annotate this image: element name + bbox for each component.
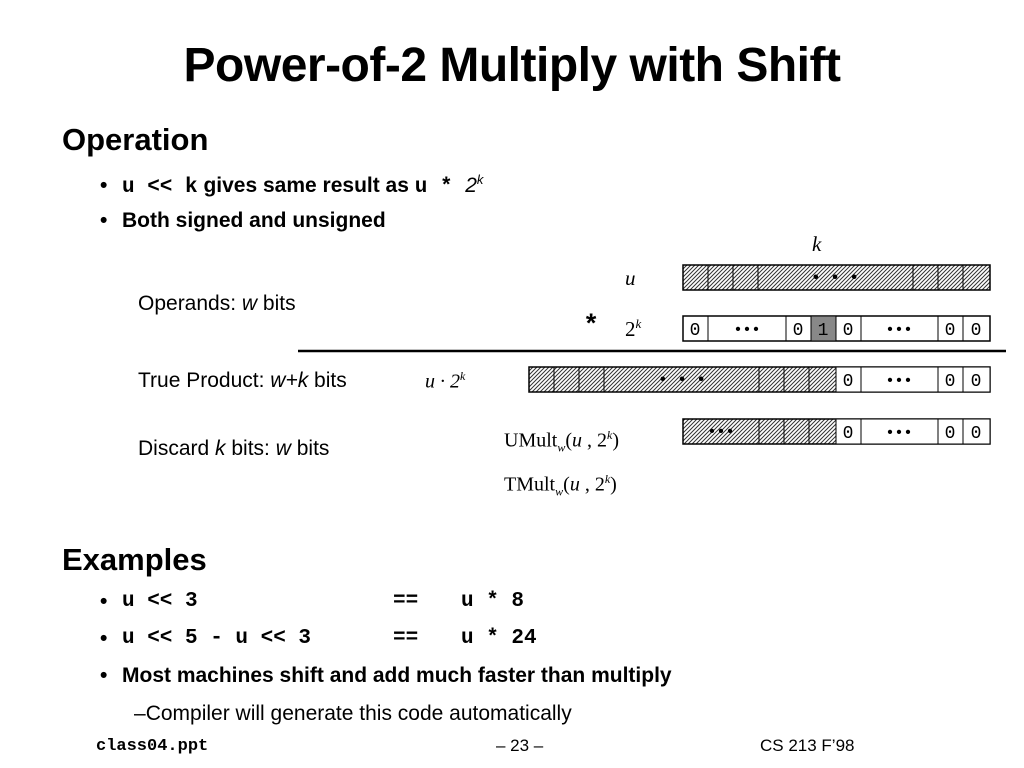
discard-text: Discard xyxy=(138,437,216,460)
w-plus-k-var: w+k xyxy=(270,369,309,392)
ellipsis-dots: ••• xyxy=(733,322,760,339)
footer-filename: class04.ppt xyxy=(96,737,209,756)
power-of-two-label: 2k xyxy=(625,316,641,342)
bit-zero: 0 xyxy=(843,424,854,444)
bullet-marker: • xyxy=(100,627,108,650)
subscript-w: w xyxy=(557,440,566,455)
example-eq: == xyxy=(393,590,419,613)
tmult-text: TMult xyxy=(504,473,556,496)
slide-title: Power-of-2 Multiply with Shift xyxy=(183,39,841,92)
bit-zero: 0 xyxy=(945,372,956,392)
bit-zero: 0 xyxy=(971,372,982,392)
true-product-text: True Product: xyxy=(138,369,271,392)
u-label: u xyxy=(625,266,636,290)
example-rhs: u * 24 xyxy=(461,627,537,650)
u-var: u xyxy=(569,473,580,496)
subscript-w: w xyxy=(555,484,564,499)
sub-bullet-compiler: –Compiler will generate this code automa… xyxy=(134,702,572,726)
bit-zero: 0 xyxy=(843,321,854,341)
footer-course: CS 213 F’98 xyxy=(760,736,855,755)
ellipsis-dots: ••• xyxy=(885,373,912,390)
ellipsis-dots: • • • xyxy=(658,371,706,389)
bullet-marker: • xyxy=(100,209,108,232)
exponent-k: k xyxy=(635,316,642,331)
umult-label: UMultw(u , 2k) xyxy=(504,428,619,456)
dash-marker: – xyxy=(134,702,146,725)
bullet-text: Most machines shift and add much faster … xyxy=(122,664,672,687)
operands-label: Operands: w bits xyxy=(138,292,296,316)
u-times-2k-label: u · 2k xyxy=(425,369,465,394)
k-label: k xyxy=(812,232,822,256)
u-bit-vector: • • • xyxy=(682,264,991,291)
true-product-bit-vector: • • • 0 ••• 0 0 xyxy=(528,366,991,393)
bit-one: 1 xyxy=(818,321,829,341)
tmult-label: TMultw(u , 2k) xyxy=(504,472,617,500)
ellipsis-dots: • • • xyxy=(811,269,859,287)
exponent-k: k xyxy=(604,472,611,486)
bit-zero: 0 xyxy=(945,321,956,341)
ellipsis-dots: ••• xyxy=(885,425,912,442)
bullet-text: Both signed and unsigned xyxy=(122,209,386,232)
exponent-k: k xyxy=(607,428,613,442)
bits-text: bits xyxy=(308,369,347,392)
example-1: • u << 3 == u * 8 xyxy=(100,590,524,614)
base-two: 2 xyxy=(465,174,477,197)
bit-zero: 0 xyxy=(945,424,956,444)
truncated-result-bit-vector: ••• 0 ••• 0 0 xyxy=(682,418,991,445)
bullet-shift-equivalence: • u << k gives same result as u * 2k xyxy=(100,172,483,199)
umult-text: UMult xyxy=(504,429,558,452)
bullet-marker: • xyxy=(100,590,108,613)
w-var: w xyxy=(275,437,291,460)
base-two: 2 xyxy=(625,317,636,341)
ellipsis-dots: ••• xyxy=(707,424,734,441)
example-eq: == xyxy=(393,627,419,650)
bit-zero: 0 xyxy=(793,321,804,341)
u-dot-two: u · 2 xyxy=(425,370,460,393)
exponent-k: k xyxy=(476,172,484,187)
example-2: • u << 5 - u << 3 == u * 24 xyxy=(100,627,537,651)
example-rhs: u * 8 xyxy=(461,590,525,613)
bits-colon-text: bits: xyxy=(225,437,276,460)
discard-label: Discard k bits: w bits xyxy=(138,437,329,461)
operation-heading: Operation xyxy=(62,122,209,157)
w-var: w xyxy=(241,292,258,315)
operands-text: Operands: xyxy=(138,292,242,315)
power-of-two-bit-vector: 0 ••• 0 1 0 ••• 0 0 xyxy=(682,315,991,342)
bullet-marker: • xyxy=(100,664,108,687)
bit-zero: 0 xyxy=(690,321,701,341)
multiply-star: * xyxy=(583,312,600,342)
footer-page-number: – 23 – xyxy=(496,736,544,755)
comma-two: , 2 xyxy=(582,429,608,452)
bullet-shift-add: • Most machines shift and add much faster… xyxy=(100,664,672,688)
bits-text: bits xyxy=(290,437,330,460)
paren-open: ( xyxy=(563,473,570,496)
paren-close: ) xyxy=(612,429,620,452)
u-var: u xyxy=(572,429,583,452)
k-var: k xyxy=(215,437,226,460)
example-lhs: u << 3 xyxy=(122,590,198,613)
bit-zero: 0 xyxy=(843,372,854,392)
sub-bullet-text: Compiler will generate this code automat… xyxy=(145,702,572,725)
exponent-k: k xyxy=(460,369,466,383)
examples-heading: Examples xyxy=(62,542,207,577)
paren-open: ( xyxy=(565,429,573,452)
example-lhs: u << 5 - u << 3 xyxy=(122,627,312,650)
bits-text: bits xyxy=(257,292,296,315)
paren-close: ) xyxy=(610,473,617,496)
bullet-marker: • xyxy=(100,174,108,197)
code-u-times: u * xyxy=(414,176,466,199)
ellipsis-dots: ••• xyxy=(885,322,912,339)
bullet-signed-unsigned: • Both signed and unsigned xyxy=(100,209,386,233)
comma-two: , 2 xyxy=(579,473,605,496)
code-u-shift-k: u << k xyxy=(122,176,198,199)
true-product-label: True Product: w+k bits xyxy=(138,369,347,393)
bit-zero: 0 xyxy=(971,424,982,444)
bit-zero: 0 xyxy=(971,321,982,341)
bullet-text: gives same result as xyxy=(197,174,415,197)
